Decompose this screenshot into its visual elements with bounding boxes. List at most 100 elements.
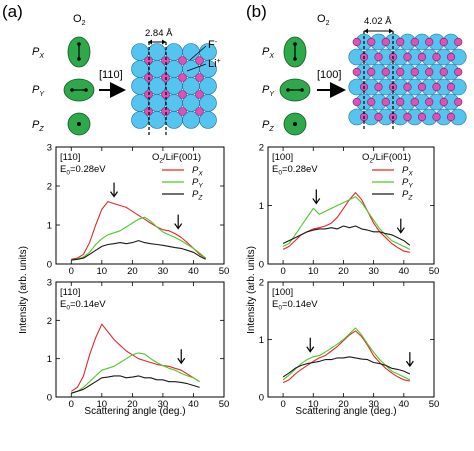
lithium-ion <box>425 37 434 47</box>
legend-label: PX <box>192 165 203 178</box>
lithium-ion <box>446 82 456 92</box>
energy-label: E0=0.14eV <box>60 299 106 312</box>
panel-b-direction: [100] <box>317 69 341 81</box>
x-tick-label: 0 <box>69 266 74 277</box>
x-tick-label: 10 <box>97 266 108 277</box>
x-tick-label: 40 <box>188 266 199 277</box>
lithium-ion <box>195 56 204 65</box>
lithium-ion <box>446 112 456 122</box>
plot-frame <box>55 281 225 398</box>
lithium-ion <box>178 73 187 82</box>
x-tick-label: 20 <box>127 266 138 277</box>
lithium-ion <box>374 52 383 62</box>
series-line-py <box>282 327 411 381</box>
lithium-ion <box>432 52 441 62</box>
legend-title: O2/LiF(001) <box>362 152 411 165</box>
x-tick-label: 10 <box>308 266 319 277</box>
lithium-ion <box>439 67 448 77</box>
energy-label: E0=0.14eV <box>272 299 318 312</box>
y-tick-label: 1 <box>47 221 52 232</box>
x-tick-label: 20 <box>338 399 349 410</box>
lithium-ion <box>367 37 376 47</box>
lithium-ion <box>454 67 463 77</box>
lithium-ion <box>403 112 412 122</box>
direction-label: [110] <box>60 152 80 163</box>
lithium-ion <box>403 52 412 62</box>
lithium-ion <box>381 37 390 47</box>
panel-b-pz-label: PZ <box>262 119 274 133</box>
lithium-ion <box>454 37 463 47</box>
x-tick-label: 50 <box>219 266 230 277</box>
lithium-ion <box>432 82 441 92</box>
direction-label: [110] <box>60 287 80 298</box>
legend-label: PY <box>192 177 203 190</box>
oxygen-pz-icon <box>283 112 307 136</box>
lithium-ion <box>352 37 361 47</box>
fluorine-label: F- <box>208 39 218 51</box>
x-tick-label: 40 <box>399 399 410 410</box>
lithium-ion <box>396 67 405 77</box>
lithium-ion <box>446 52 456 62</box>
panel-b-spacing: 4.02 Å <box>364 16 392 27</box>
lithium-ion <box>417 82 427 92</box>
direction-label: [100] <box>272 152 293 163</box>
down-arrow-head <box>312 198 321 205</box>
panel-b-px-label: PX <box>262 46 274 60</box>
x-tick-label: 40 <box>399 266 410 277</box>
panel-a-pz-label: PZ <box>32 119 44 133</box>
down-arrow-head <box>396 227 405 234</box>
lithium-ion <box>396 97 405 107</box>
x-tick-label: 50 <box>429 399 440 410</box>
lithium-ion <box>417 52 427 62</box>
y-tick-label: 2 <box>47 182 52 193</box>
y-tick-label: 1 <box>259 335 264 346</box>
panel-a-py-label: PY <box>32 84 45 98</box>
panel-a-direction: [110] <box>99 69 123 81</box>
x-tick-label: 50 <box>429 266 440 277</box>
panel-a-schematic: (a) O2 PX PY PZ [110] 2.84 Å <box>2 2 221 136</box>
y-tick-label: 0 <box>259 260 264 271</box>
x-tick-label: 30 <box>368 266 379 277</box>
down-arrow-head <box>405 360 414 368</box>
x-tick-label: 10 <box>97 399 108 410</box>
y-tick-label: 2 <box>259 278 264 289</box>
plot-frame <box>55 146 225 265</box>
lif-lattice-110 <box>131 43 217 129</box>
x-tick-label: 0 <box>280 399 285 410</box>
legend-label: PZ <box>192 189 203 202</box>
panel-a-px-label: PX <box>32 46 44 60</box>
y-tick-label: 0 <box>259 393 264 404</box>
lithium-ion <box>381 67 390 77</box>
lithium-label: Li+ <box>208 58 221 70</box>
lithium-ion <box>195 73 204 82</box>
lithium-ion <box>417 112 427 122</box>
y-tick-label: 3 <box>47 143 52 154</box>
lithium-ion <box>396 37 405 47</box>
x-tick-label: 20 <box>338 266 349 277</box>
lithium-ion <box>425 97 434 107</box>
series-line-px <box>71 201 206 260</box>
panel-b-molecule: O2 <box>317 13 330 27</box>
series-line-py <box>282 196 411 250</box>
lithium-ion <box>352 67 361 77</box>
lithium-ion <box>410 67 419 77</box>
down-arrow-head <box>174 223 183 230</box>
lithium-ion <box>195 107 204 116</box>
direction-label: [100] <box>272 287 293 298</box>
fluorine-ion <box>199 111 217 129</box>
lithium-ion <box>439 37 448 47</box>
series-line-pz <box>71 375 200 394</box>
legend-label: PZ <box>402 189 413 202</box>
x-tick-label: 0 <box>69 399 74 410</box>
x-tick-label: 30 <box>158 266 169 277</box>
y-tick-label: 1 <box>259 201 264 212</box>
lithium-ion <box>374 112 383 122</box>
oxygen-pz-icon <box>67 112 91 136</box>
oxygen-px-icon <box>67 36 91 68</box>
series-line-py <box>71 352 200 394</box>
y-tick-label: 3 <box>47 278 52 289</box>
